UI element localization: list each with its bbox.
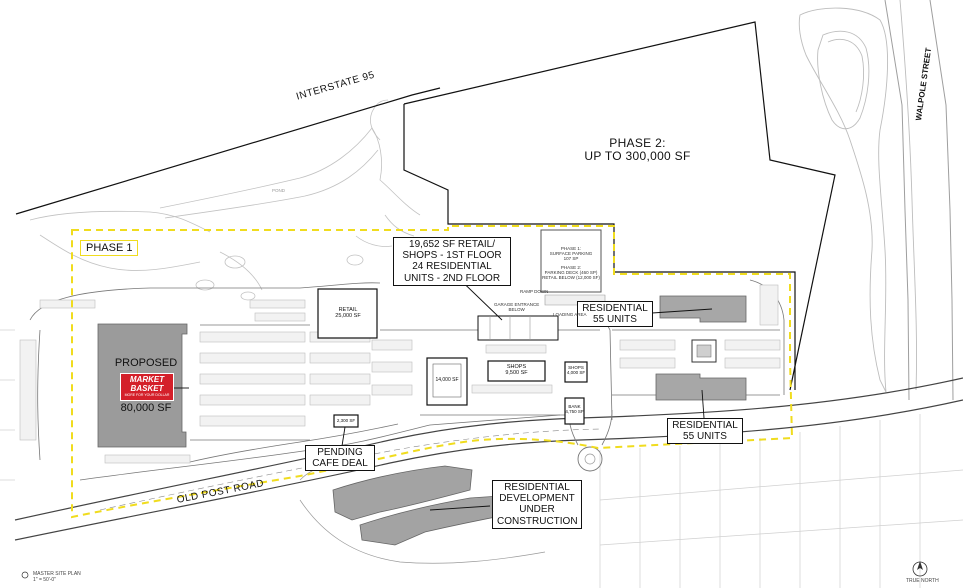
buildings bbox=[97, 229, 747, 564]
shops-9500-building bbox=[487, 360, 546, 382]
residential-south-callout: RESIDENTIAL 55 UNITS bbox=[667, 418, 743, 445]
phase-2-label: PHASE 2: UP TO 300,000 SF bbox=[580, 136, 695, 164]
shops-4000-label: SHOPS 4,000 SF bbox=[566, 365, 586, 376]
old-post-road-centerline bbox=[99, 428, 601, 511]
mixed-use-building bbox=[477, 315, 559, 341]
frontage-lane bbox=[189, 423, 399, 463]
residential-north-building bbox=[659, 295, 747, 323]
bank-building bbox=[564, 397, 585, 425]
old-post-road-north-edge bbox=[14, 377, 963, 521]
walpole-street-edge bbox=[884, 0, 910, 401]
logo-tagline: MORE FOR YOUR DOLLAR bbox=[124, 393, 170, 397]
loading-area-label: LOADING AREA bbox=[553, 312, 587, 317]
walpole-street-edge-east bbox=[929, 0, 954, 401]
parking-deck-footprint bbox=[540, 229, 602, 293]
building-14000-label: 14,000 SF bbox=[435, 377, 459, 383]
anchor-size-label: 80,000 SF bbox=[120, 402, 172, 414]
scale-bar-icon bbox=[21, 571, 29, 579]
parcel-lines bbox=[0, 329, 963, 588]
phase-1-label: PHASE 1 bbox=[80, 240, 139, 257]
cafe-building bbox=[333, 414, 359, 428]
mixed-use-callout: 19,652 SF RETAIL/ SHOPS - 1ST FLOOR 24 R… bbox=[393, 237, 511, 286]
residential-south-building bbox=[655, 373, 747, 401]
phase-1-boundary bbox=[71, 225, 794, 519]
garage-entrance-label: GARAGE ENTRANCE BELOW bbox=[494, 302, 540, 313]
plan-scale: 1" = 50'-0" bbox=[33, 577, 56, 583]
construction-callout: RESIDENTIAL DEVELOPMENT UNDER CONSTRUCTI… bbox=[492, 480, 582, 529]
ne-wetlands bbox=[798, 0, 917, 393]
phase-2-size: UP TO 300,000 SF bbox=[584, 149, 691, 164]
logo-bottom-text: BASKET bbox=[130, 384, 164, 393]
market-basket-logo: MARKET BASKET MORE FOR YOUR DOLLAR bbox=[120, 373, 174, 401]
terrain-lines bbox=[29, 99, 421, 301]
pond-label: POND bbox=[272, 188, 286, 193]
phase-2-title: PHASE 2: bbox=[609, 136, 666, 150]
construction-building-north bbox=[332, 465, 473, 521]
shops-9500-label: SHOPS 9,500 SF bbox=[505, 364, 528, 377]
retail-25000-building bbox=[317, 288, 378, 339]
true-north-label: TRUE NORTH bbox=[906, 578, 939, 584]
bank-label: BANK 4,750 SF bbox=[565, 404, 584, 415]
pending-cafe-callout: PENDING CAFE DEAL bbox=[305, 445, 375, 472]
north-arrow-icon bbox=[912, 561, 928, 577]
plan-title: MASTER SITE PLAN bbox=[33, 571, 81, 577]
logo-top-text: MARKET bbox=[129, 375, 165, 384]
roundabout bbox=[577, 446, 603, 472]
shops-4000-building bbox=[564, 361, 588, 383]
phase-2-inner-line bbox=[403, 104, 796, 390]
phase-2-boundary bbox=[403, 21, 836, 391]
parking-deck-note: PHASE 1: SURFACE PARKING 107 SP PHASE 2:… bbox=[542, 246, 600, 280]
old-post-road-south-edge bbox=[14, 399, 963, 541]
cafe-building-label: 2,300 SF bbox=[336, 418, 356, 423]
anchor-proposed-label: PROPOSED bbox=[114, 357, 178, 369]
retail-building-label: RETAIL 25,000 SF bbox=[335, 307, 361, 320]
interstate-95-line bbox=[15, 87, 441, 215]
ramp-down-label: RAMP DOWN bbox=[520, 289, 549, 294]
residential-north-callout: RESIDENTIAL 55 UNITS bbox=[577, 301, 653, 328]
